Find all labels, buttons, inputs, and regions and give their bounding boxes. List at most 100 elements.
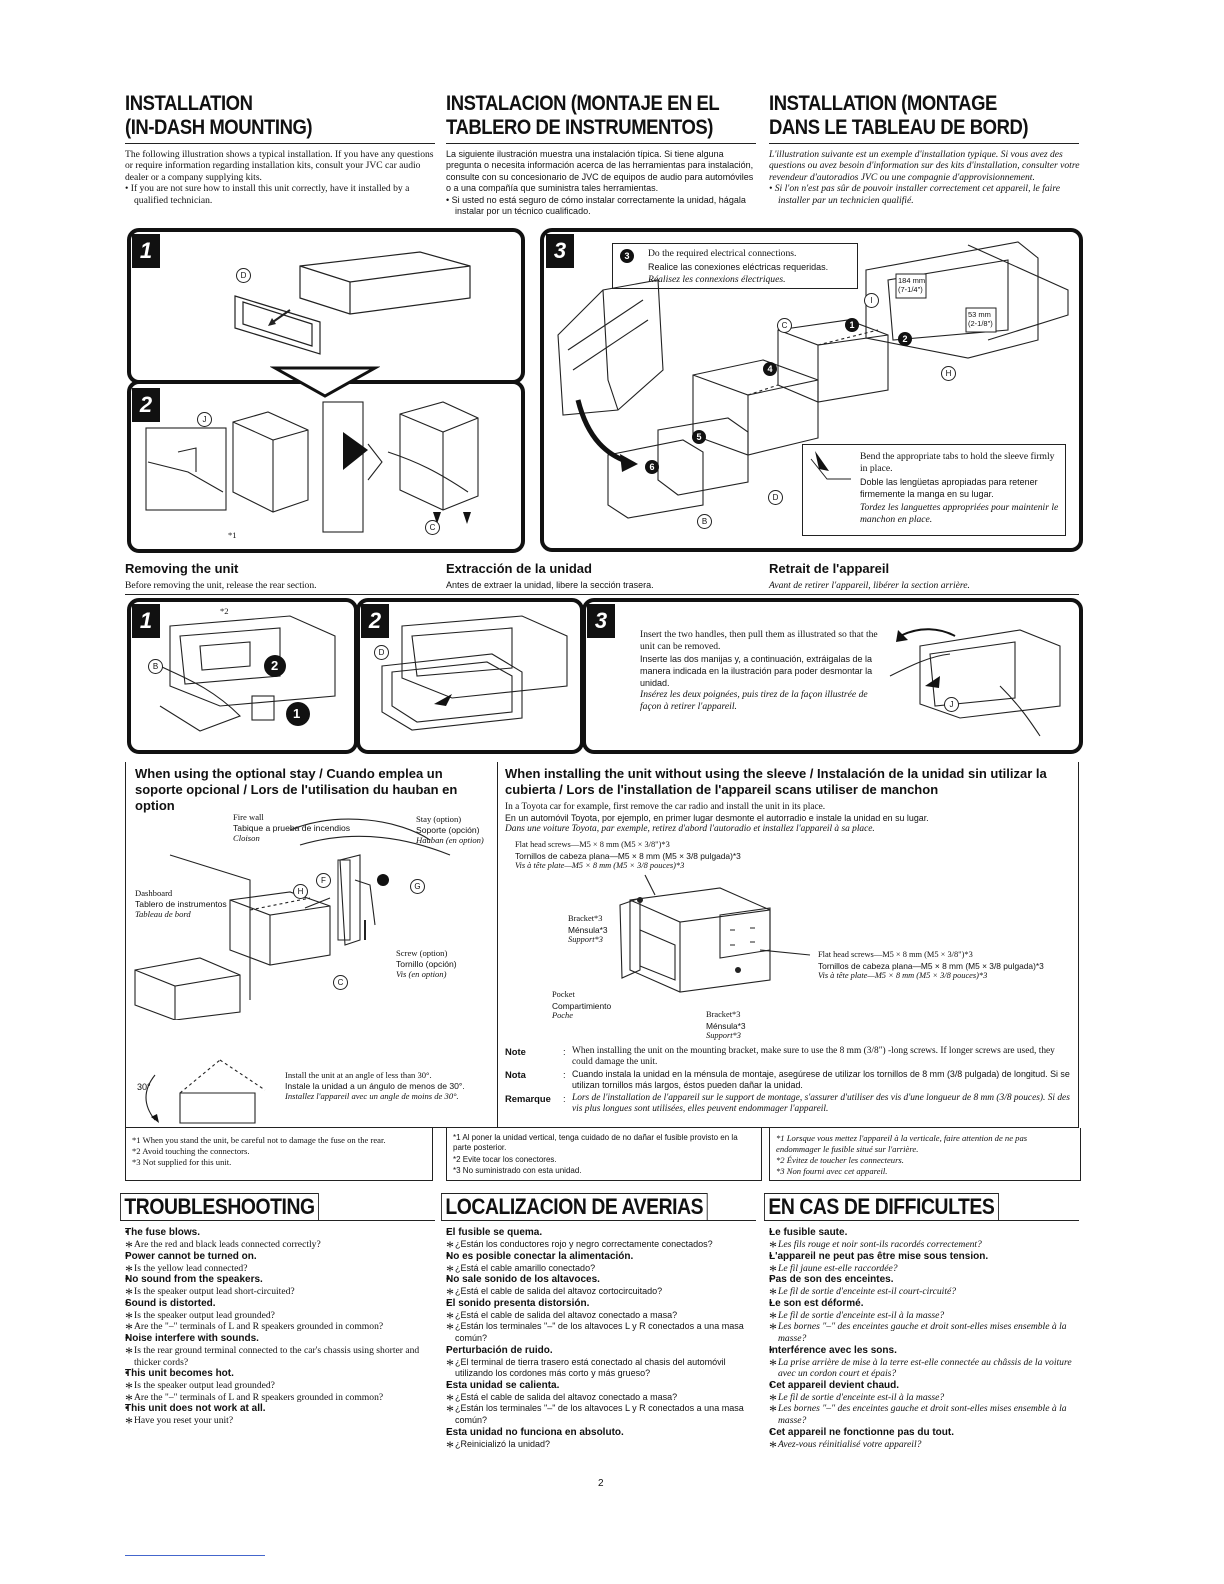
- asterisk-icon: *: [446, 1321, 454, 1339]
- ts-answer: Le fil de sortie d'enceinte est-il court…: [778, 1286, 957, 1298]
- removing-title-en: Removing the unit: [125, 561, 239, 576]
- note-text-es: Cuando instala la unidad en la ménsula d…: [572, 1069, 1070, 1090]
- footnote-en-1-text: When you stand the unit, be careful not …: [142, 1135, 386, 1145]
- bullet-icon: •: [125, 1227, 129, 1238]
- marker-j-step2: J: [197, 412, 212, 427]
- ts-answer: Have you reset your unit?: [134, 1415, 234, 1427]
- ts-answer: ¿Está el cable de salida del altavoz con…: [455, 1309, 678, 1320]
- footnote-ref-star1: *1: [228, 530, 237, 540]
- note-text-en: When installing the unit on the mounting…: [572, 1046, 1055, 1067]
- marker-d-step3: D: [768, 490, 783, 505]
- ts-question: L'appareil ne peut pas être mise sous te…: [769, 1250, 989, 1262]
- footnote-fr-2-text: Évitez de toucher les connecteurs.: [786, 1155, 904, 1165]
- ts-answer: Is the rear ground terminal connected to…: [134, 1344, 420, 1368]
- ts-question: The fuse blows.: [125, 1227, 201, 1238]
- ts-answer-row: *Les fils rouge et noir sont-ils racordé…: [769, 1239, 1079, 1256]
- asterisk-icon: *: [769, 1391, 777, 1409]
- marker-black-3: 3: [620, 249, 634, 263]
- ts-answer-row: *¿Están los conductores rojo y negro cor…: [446, 1239, 756, 1256]
- footnote-en-3-mark: *3: [132, 1157, 141, 1167]
- label-screws-top-fr: Vis à tête plate—M5 × 8 mm (M5 × 3/8 pou…: [515, 861, 685, 870]
- label-screw-option: Screw (option) Tornillo (opción) Vis (en…: [396, 948, 457, 980]
- ts-answer-row: *Is the speaker output lead grounded?: [125, 1310, 435, 1327]
- bullet-icon: •: [125, 1250, 129, 1262]
- label-screws-right-en: Flat head screws—M5 × 8 mm (M5 × 3/8")*3: [818, 950, 973, 959]
- bullet-icon: •: [446, 1426, 450, 1438]
- sleeve-intro: In a Toyota car for example, first remov…: [505, 802, 1075, 836]
- ts-item: •No es posible conectar la alimentación.…: [446, 1250, 756, 1280]
- footnote-en-3-text: Not supplied for this unit.: [142, 1157, 232, 1167]
- page-number: 2: [598, 1478, 604, 1489]
- marker-d-step1: D: [236, 268, 251, 283]
- ts-item: •Le son est déformé.*Le fil de sortie d'…: [769, 1298, 1079, 1345]
- label-stay-es: Soporte (opción): [416, 824, 480, 835]
- ts-item: •No sale sonido de los altavoces.*¿Está …: [446, 1274, 756, 1303]
- ts-question: Perturbación de ruido.: [446, 1344, 553, 1356]
- footnote-fr-3-text: Non fourni avec cet appareil.: [786, 1166, 888, 1176]
- label-dashboard: Dashboard Tablero de instrumentos Tablea…: [135, 888, 227, 920]
- label-pocket-en: Pocket: [552, 990, 575, 999]
- bullet-icon: •: [446, 1274, 450, 1286]
- asterisk-icon: *: [446, 1262, 454, 1280]
- ts-answer-row: *Is the speaker output lead grounded?: [125, 1380, 435, 1397]
- heading-fr-line1: INSTALLATION (MONTAGE: [769, 92, 997, 115]
- asterisk-icon: *: [446, 1438, 454, 1456]
- ts-answer: ¿El terminal de tierra trasero está cone…: [455, 1356, 726, 1379]
- asterisk-icon: *: [125, 1309, 133, 1327]
- bullet-icon: •: [125, 1297, 129, 1309]
- asterisk-icon: *: [769, 1262, 777, 1280]
- label-screw-es: Tornillo (opción): [396, 958, 457, 969]
- removing-title-es: Extracción de la unidad: [446, 561, 592, 576]
- remove-step2-number: 2: [361, 604, 389, 638]
- label-pocket-es: Compartimiento: [552, 1000, 612, 1011]
- label-bracket-bottom: Bracket*3 Ménsula*3 Support*3: [706, 1010, 746, 1042]
- asterisk-icon: *: [769, 1438, 777, 1456]
- label-stay-option: Stay (option) Soporte (opción) Hauban (e…: [416, 814, 484, 846]
- ts-item: •L'appareil ne peut pas être mise sous t…: [769, 1250, 1079, 1280]
- remove-step2-illustration: [381, 615, 568, 731]
- footnote-fr-2-mark: *2: [776, 1155, 785, 1165]
- footnote-en-2-mark: *2: [132, 1146, 141, 1156]
- asterisk-icon: *: [125, 1286, 133, 1304]
- removing-title-fr: Retrait de l'appareil: [769, 561, 890, 576]
- label-screws-top-es: Tornillos de cabeza plana—M5 × 8 mm (M5 …: [515, 850, 741, 861]
- ts-answer: ¿Están los terminales "–" de los altavoc…: [455, 1321, 744, 1343]
- remove-step1-number: 1: [132, 604, 160, 638]
- ts-answer-row: *Le fil de sortie d'enceinte est-il à la…: [769, 1392, 1079, 1409]
- remove-step3-panel: [582, 598, 1083, 754]
- marker-d-remove: D: [374, 645, 389, 660]
- footnote-es-2-text: Evite tocar los conectores.: [462, 1155, 557, 1164]
- bullet-icon: •: [446, 1250, 450, 1262]
- label-screws-right-fr: Vis à tête plate—M5 × 8 mm (M5 × 3/8 pou…: [818, 971, 988, 980]
- label-firewall-es: Tabique a prueba de incendios: [233, 822, 351, 833]
- heading-rule-fr: [769, 143, 1079, 144]
- label-bracket-left-es: Ménsula*3: [568, 924, 608, 935]
- bullet-icon: •: [769, 1274, 773, 1286]
- marker-black-1: 1: [845, 318, 859, 332]
- marker-black-4: 4: [763, 362, 777, 376]
- label-dashboard-es: Tablero de instrumentos: [135, 898, 227, 909]
- section-divider: [497, 762, 498, 1128]
- note-label-es: Nota: [505, 1069, 526, 1080]
- tabs-callout-box: Bend the appropriate tabs to hold the sl…: [802, 444, 1066, 536]
- asterisk-icon: *: [125, 1344, 133, 1362]
- note-label-fr: Remarque: [505, 1093, 551, 1104]
- ts-question: This unit does not work at all.: [125, 1403, 266, 1415]
- ts-question: No sale sonido de los altavoces.: [446, 1274, 600, 1286]
- footnote-es-3-mark: *3: [453, 1166, 461, 1175]
- dimension-width: 53 mm (2-1/8"): [968, 310, 993, 328]
- ts-answer: ¿Está el cable de salida del altavoz con…: [455, 1391, 678, 1402]
- ts-item: •Interférence avec les sons.*La prise ar…: [769, 1345, 1079, 1380]
- asterisk-icon: *: [446, 1239, 454, 1256]
- ts-rule-fr: [769, 1220, 1079, 1221]
- footnote-fr-3-mark: *3: [776, 1166, 785, 1176]
- tab-bend-icon: [810, 451, 851, 480]
- ts-list-es: •El fusible se quema.*¿Están los conduct…: [446, 1227, 756, 1456]
- tabs-callout-es: Doble las lengüetas apropiadas para rete…: [860, 477, 1038, 499]
- ts-answer-row: *Are the red and black leads connected c…: [125, 1239, 435, 1256]
- angle-text-en: Install the unit at an angle of less tha…: [285, 1070, 432, 1080]
- label-screws-top-en: Flat head screws—M5 × 8 mm (M5 × 3/8")*3: [515, 840, 670, 849]
- ts-answer: Le fil jaune est-elle raccordée?: [778, 1262, 898, 1274]
- remove-black-marker-1: 1: [293, 706, 301, 721]
- dimension-height-in: (7-1/4"): [898, 285, 923, 294]
